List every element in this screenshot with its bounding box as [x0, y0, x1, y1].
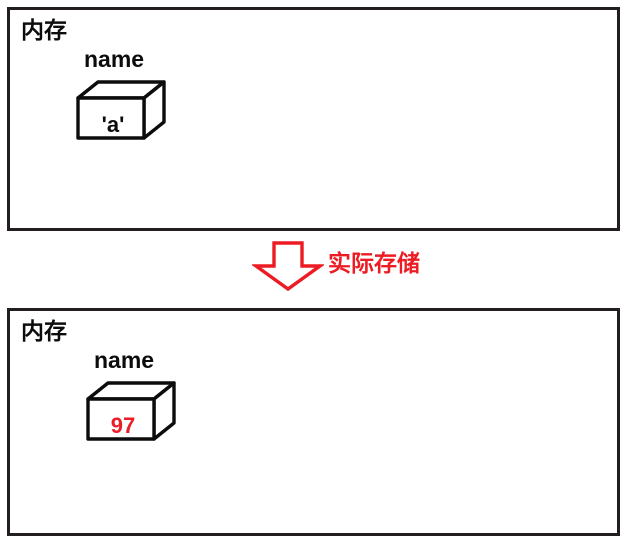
transition-label: 实际存储: [328, 250, 420, 276]
panel-title-memory-before: 内存: [21, 17, 67, 43]
variable-label-name-before: name: [84, 46, 145, 72]
panel-title-memory-after: 内存: [21, 318, 67, 344]
down-arrow-icon: [252, 241, 324, 292]
memory-panel-after: 内存 name 97: [7, 308, 620, 536]
memory-panel-before: 内存 name 'a': [7, 7, 620, 231]
memory-cell-cube-before: [76, 80, 166, 140]
variable-value-before: 'a': [101, 112, 125, 137]
variable-label-name-after: name: [94, 347, 155, 373]
transition-group: 实际存储: [252, 240, 512, 300]
memory-cell-cube-after: [86, 381, 176, 441]
variable-value-after: 97: [110, 413, 136, 438]
